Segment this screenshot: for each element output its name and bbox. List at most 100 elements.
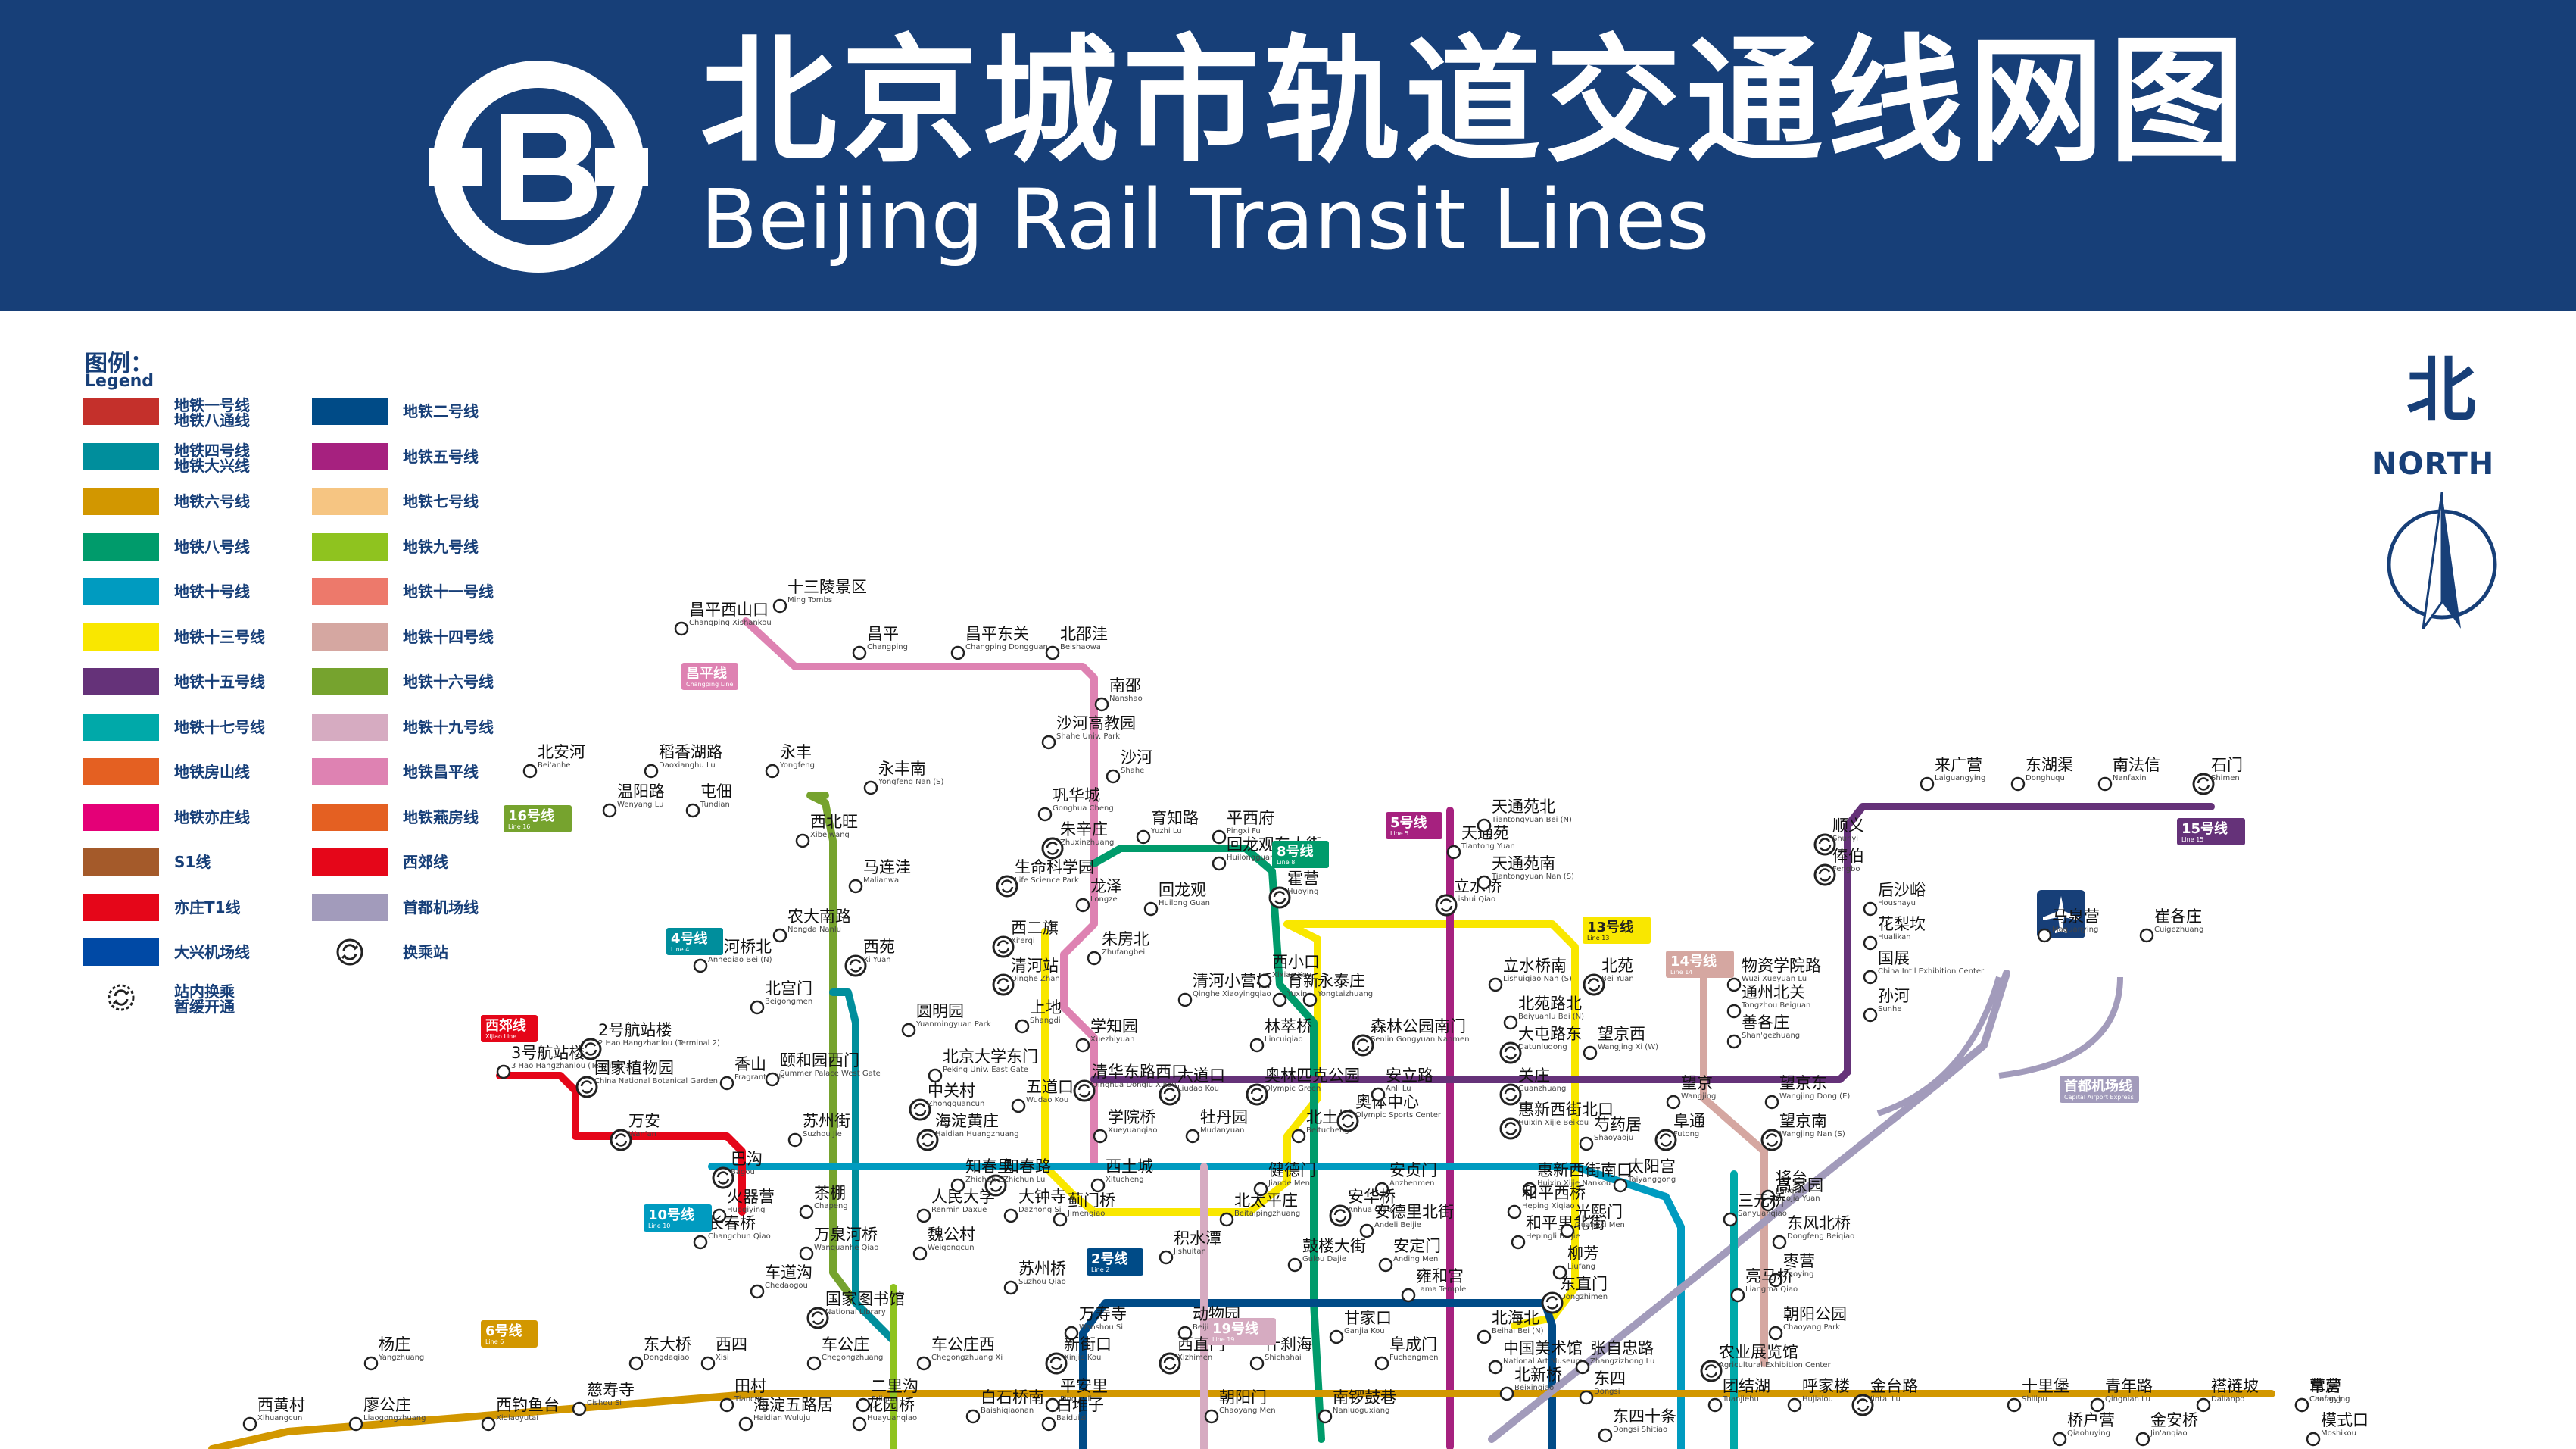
station-label: 昌平东关	[965, 625, 1029, 643]
interchange-icon	[1045, 1352, 1068, 1375]
interchange-icon	[1499, 1041, 1522, 1064]
station-label: 西黄村	[257, 1396, 305, 1414]
station-label: 天通苑北	[1492, 798, 1555, 816]
line-badge	[2060, 1076, 2139, 1103]
station-dot	[1371, 1087, 1386, 1102]
station-label-en: Peking Univ. East Gate	[943, 1066, 1028, 1074]
station-dot	[1249, 1356, 1265, 1371]
station-label-en: Haidian Wuluju	[753, 1414, 810, 1422]
station-dot	[901, 1023, 916, 1038]
station-label-en: Nanshao	[1109, 695, 1143, 703]
legend-label: 地铁十三号线	[174, 627, 265, 646]
station-dot	[712, 1208, 727, 1223]
station-dot	[1287, 1257, 1302, 1273]
station-label: 长春桥	[708, 1214, 756, 1232]
station-label-en: Shunyi	[1832, 835, 1858, 843]
station-dot	[1177, 1326, 1193, 1341]
line-badge-label: 13号线	[1587, 919, 1633, 935]
station-label: 西北旺	[810, 813, 858, 831]
station-label-en: Shilipu	[2022, 1395, 2047, 1404]
interchange-icon	[909, 1098, 931, 1121]
north-arrow-icon	[2387, 492, 2497, 629]
station-label-en: Xueyuanqiao	[1108, 1126, 1157, 1135]
line-badge-sub: Line 15	[2181, 836, 2203, 843]
line-badge-sub: Line 8	[1277, 859, 1295, 866]
line-badge	[504, 805, 572, 832]
station-label: 鼓楼大街	[1302, 1237, 1366, 1255]
station-dot	[1374, 1182, 1389, 1197]
station-label-en: Tiantongyuan Bei (N)	[1491, 816, 1572, 824]
station-dot	[1136, 829, 1151, 845]
station-label-en: Wuzi Xueyuan Lu	[1742, 975, 1807, 983]
station-label-en: Longze	[1090, 895, 1118, 904]
station-label: 物资学院路	[1742, 957, 1821, 975]
station-label: 苏州桥	[1018, 1260, 1066, 1278]
station-label-en: Dongsi	[1594, 1388, 1620, 1396]
station-dot	[1212, 829, 1227, 845]
station-label-en: Pingxi Fu	[1227, 827, 1261, 835]
station-label: 来广营	[1935, 756, 1982, 774]
page-title: 北京城市轨道交通线网图	[700, 23, 2250, 181]
station-label-en: 3 Hao Hangzhanlou (Terminal 3)	[511, 1062, 633, 1070]
legend-label: S1线	[174, 853, 211, 871]
line-line8	[1090, 845, 1325, 1443]
station-label: 魏公村	[928, 1226, 975, 1244]
station-dot	[1768, 1273, 1783, 1288]
legend-swatch	[83, 532, 159, 561]
interchange-icon	[579, 1038, 602, 1060]
station-label: 国家植物园	[594, 1059, 674, 1077]
station-label-en: Beishaowa	[1060, 643, 1101, 651]
station-label-en: Agricultural Exhibition Center	[1719, 1361, 1832, 1369]
interchange-arrows	[1659, 1133, 1673, 1147]
station-label: 平西府	[1227, 809, 1274, 827]
station-dot	[1613, 1178, 1628, 1193]
station-label-en: Dazhong Si	[1018, 1206, 1062, 1214]
station-label: 东四	[1594, 1369, 1626, 1388]
station-label-en: Summer Palace West Gate	[780, 1070, 881, 1078]
station-label: 国展	[1878, 949, 1910, 967]
legend-label: 地铁九号线	[403, 537, 479, 556]
station-label: 颐和园西门	[780, 1051, 859, 1070]
interchange-arrows	[614, 1133, 628, 1147]
station-dot	[1093, 1129, 1108, 1144]
station-dot	[2139, 928, 2154, 943]
station-label: 永丰南	[878, 760, 926, 778]
legend-swatch	[312, 398, 388, 425]
station-label-en: Fragrant Hills	[734, 1073, 784, 1082]
interchange-arrows	[989, 1179, 1003, 1192]
station-label-en: Chegongzhuang	[822, 1354, 883, 1362]
station-label: 车道沟	[765, 1263, 812, 1282]
station-label-en: Yangzhuang	[378, 1354, 424, 1362]
interchange-icon	[996, 875, 1018, 898]
interchange-icon	[1700, 1360, 1723, 1382]
interchange-icon	[916, 1129, 939, 1151]
station-dot	[1219, 1212, 1234, 1227]
station-label: 火器营	[727, 1188, 775, 1206]
station-dot	[1477, 818, 1492, 833]
station-label: 巴沟	[731, 1150, 763, 1168]
line-badge	[1583, 917, 1651, 944]
station-label: 草房	[2309, 1377, 2341, 1395]
legend-label: 地铁一号线地铁八通线	[174, 396, 250, 429]
station-dot	[1011, 1098, 1026, 1113]
station-dot	[1726, 977, 1742, 992]
station-label-en: Suzhou Jie	[803, 1130, 842, 1138]
station-label: 柳芳	[1567, 1244, 1599, 1263]
station-label-en: Jiande Men	[1268, 1179, 1310, 1188]
line-badge	[644, 1204, 712, 1232]
station-dot	[1863, 1007, 1878, 1023]
station-label-en: Tundian	[700, 801, 730, 809]
station-label: 安华桥	[1348, 1188, 1396, 1206]
interchange-arrows	[1545, 1296, 1559, 1310]
page-subtitle: Beijing Rail Transit Lines	[700, 171, 1710, 268]
legend-label: 亦庄T1线	[174, 898, 241, 917]
station-label: 枣营	[1783, 1252, 1815, 1270]
station-dot	[1159, 1250, 1174, 1265]
station-label: 桥户营	[2067, 1411, 2115, 1429]
line-badge-sub: Line 19	[1212, 1336, 1234, 1343]
station-label: 呼家楼	[1802, 1377, 1850, 1395]
station-label-en: Huoqiying	[727, 1206, 765, 1214]
station-dot	[950, 645, 965, 660]
station-label-en: Anheqiao Bei (N)	[708, 956, 772, 964]
station-label-en: Tiantong Yuan	[1461, 842, 1515, 851]
